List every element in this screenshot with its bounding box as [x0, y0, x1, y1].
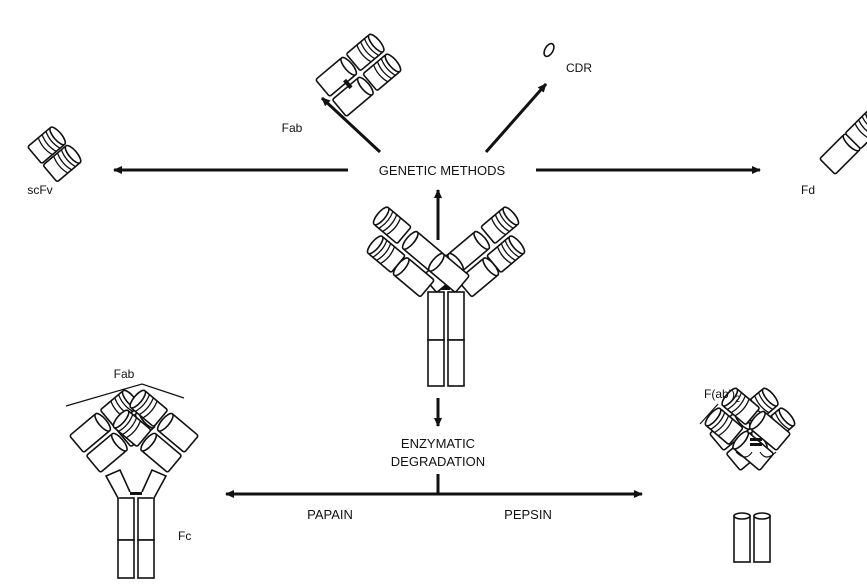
- scfv-fragment: [28, 125, 84, 182]
- fc-label: Fc: [178, 529, 191, 543]
- genetic-methods-label: GENETIC METHODS: [379, 163, 506, 178]
- arrow-genetic-to-cdr: [486, 84, 546, 152]
- fab2-disulfide-bond-bottom: [750, 443, 762, 446]
- fab-top-label: Fab: [282, 121, 303, 135]
- fc-stem: [428, 286, 464, 386]
- fab-bottom-label: Fab: [114, 367, 135, 381]
- enzymatic-label: ENZYMATIC: [401, 436, 475, 451]
- cdr-loop: [542, 42, 556, 58]
- papain-label: PAPAIN: [307, 507, 353, 522]
- fab2-label-main: F(ab'): [704, 387, 735, 401]
- degradation-label: DEGRADATION: [391, 454, 485, 469]
- pepsin-fc-pieces: [734, 513, 770, 562]
- fd-label: Fd: [801, 183, 815, 197]
- cdr-label: CDR: [566, 61, 592, 75]
- fab2-label-subscript: 2: [735, 394, 740, 404]
- fd-fragment: [820, 109, 867, 174]
- intact-antibody: [354, 205, 537, 386]
- papain-fc-fragment: [106, 470, 166, 578]
- scfv-label: scFv: [27, 183, 52, 197]
- pepsin-label: PEPSIN: [504, 507, 552, 522]
- fab2-disulfide-bond-top: [750, 438, 762, 441]
